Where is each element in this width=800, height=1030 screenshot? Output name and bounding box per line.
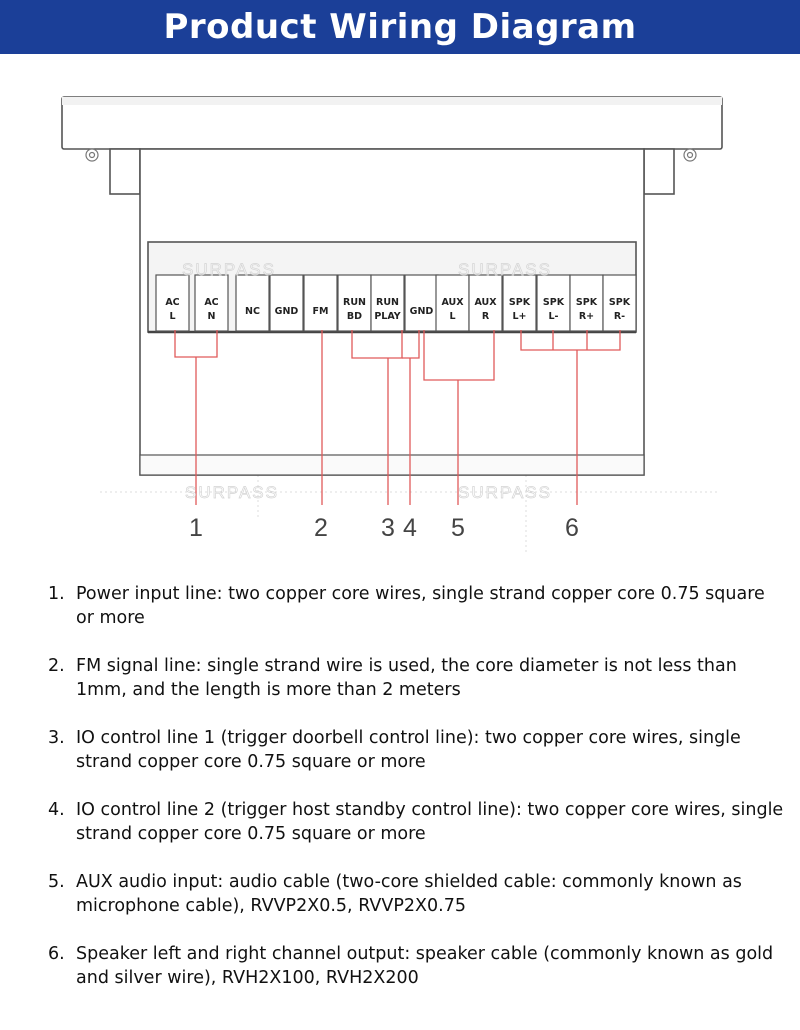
mounting-screws [85,148,697,162]
terminal-label: NC [245,306,260,317]
terminal-sublabel: PLAY [374,311,400,322]
terminal-label: AC [204,297,218,308]
watermark-text: SURPASS [185,483,279,502]
terminal-1: AC N [194,274,229,332]
terminal-sublabel: R- [614,311,625,322]
terminal-cell [404,274,439,332]
note-number: 1. [48,584,65,604]
note-number: 5. [48,872,65,892]
callout-2: 2 [314,514,328,542]
terminal-label: AC [165,297,179,308]
terminal-0: AC L [155,274,190,332]
page-title: Product Wiring Diagram [163,7,637,47]
wiring-diagram-svg: AC L AC N NC GND FM RUN BD RUN PLAY GND AUX L AUX R SPK L… [61,96,723,554]
terminal-12: SPK R+ [569,274,604,332]
watermark-text: SURPASS [182,260,276,279]
title-banner: Product Wiring Diagram [0,0,800,54]
terminal-label: FM [313,306,329,317]
right-tab [643,148,675,195]
terminal-cell [502,274,537,332]
terminal-9: AUX R [468,274,503,332]
callout-5: 5 [451,514,465,542]
terminal-cell [370,274,405,332]
terminal-11: SPK L- [536,274,571,332]
left-tab [109,148,141,195]
watermark: SURPASS SURPASS SURPASS SURPASS [182,260,552,503]
terminal-cell [602,274,637,332]
terminal-label: SPK [609,297,631,308]
terminal-sublabel: L- [549,311,559,322]
wire-io1 [351,330,403,359]
terminal-cell [194,274,229,332]
watermark-text: SURPASS [458,483,552,502]
terminal-label: AUX [474,297,497,308]
callout-6: 6 [565,514,579,542]
terminal-8: AUX L [435,274,470,332]
terminal-sublabel: L [169,311,175,322]
terminal-5: RUN BD [337,274,372,332]
note-number: 3. [48,728,65,748]
wire-speaker [520,330,621,351]
terminal-label: SPK [509,297,531,308]
terminal-sublabel: N [208,311,216,322]
wiring-diagram: AC L AC N NC GND FM RUN BD RUN PLAY GND AUX L AUX R SPK L… [0,54,800,554]
note-number: 2. [48,656,65,676]
terminal-6: RUN PLAY [370,274,405,332]
callout-3: 3 [381,514,395,542]
terminal-7: GND [404,274,439,332]
note-item: 4. IO control line 2 (trigger host stand… [48,798,788,846]
wire-lines [174,330,621,505]
terminal-sublabel: R [482,311,490,322]
terminal-10: SPK L+ [502,274,537,332]
terminal-label: SPK [576,297,598,308]
terminal-4: FM [303,274,338,332]
terminal-sublabel: L+ [512,311,526,322]
wire-aux [423,330,495,381]
note-text: FM signal line: single strand wire is us… [76,656,737,700]
note-text: IO control line 2 (trigger host standby … [76,800,784,844]
note-item: 1. Power input line: two copper core wir… [48,582,788,630]
callout-1: 1 [189,514,203,542]
terminal-label: AUX [441,297,464,308]
note-number: 4. [48,800,65,820]
terminal-cell [155,274,190,332]
wiring-notes: 1. Power input line: two copper core wir… [48,582,788,1014]
terminal-3: GND [269,274,304,332]
terminal-label: GND [410,306,434,317]
terminal-cell [269,274,304,332]
terminal-row: AC L AC N NC GND FM RUN BD RUN PLAY GND AUX L AUX R SPK L… [155,274,637,332]
note-item: 5. AUX audio input: audio cable (two-cor… [48,870,788,918]
watermark-text: SURPASS [458,260,552,279]
terminal-cell [235,274,270,332]
terminal-label: SPK [543,297,565,308]
note-text: Power input line: two copper core wires,… [76,584,765,628]
terminal-sublabel: BD [347,311,362,322]
terminal-label: RUN [343,297,366,308]
terminal-13: SPK R- [602,274,637,332]
note-item: 6. Speaker left and right channel output… [48,942,788,990]
note-number: 6. [48,944,65,964]
note-item: 3. IO control line 1 (trigger doorbell c… [48,726,788,774]
terminal-cell [468,274,503,332]
note-text: AUX audio input: audio cable (two-core s… [76,872,742,916]
terminal-sublabel: L [449,311,455,322]
terminal-label: GND [275,306,299,317]
note-item: 2. FM signal line: single strand wire is… [48,654,788,702]
terminal-cell [303,274,338,332]
callout-numbers: 1 2 3 4 5 6 [189,514,579,542]
wire-io2 [402,330,420,359]
terminal-2: NC [235,274,270,332]
terminal-cell [569,274,604,332]
note-text: Speaker left and right channel output: s… [76,944,774,988]
terminal-label: RUN [376,297,399,308]
terminal-sublabel: R+ [579,311,594,322]
note-text: IO control line 1 (trigger doorbell cont… [76,728,741,772]
callout-4: 4 [403,514,417,542]
